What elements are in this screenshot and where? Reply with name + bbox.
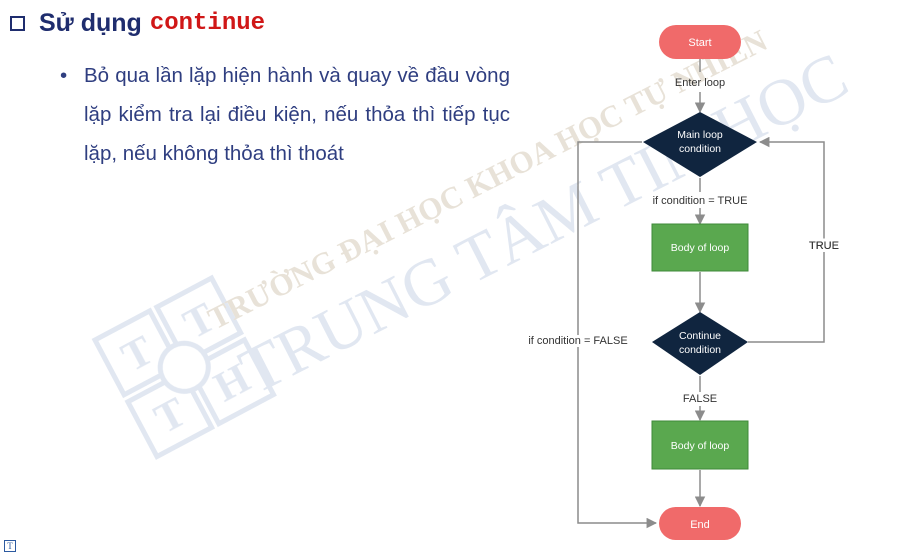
end-label: End: [690, 519, 710, 531]
continue-condition-line1: Continue: [679, 330, 721, 342]
main-condition-line2: condition: [679, 143, 721, 155]
enter-loop-label: Enter loop: [675, 77, 725, 89]
if-false-label: if condition = FALSE: [528, 335, 627, 347]
start-label: Start: [688, 37, 711, 49]
main-condition-line1: Main loop: [677, 129, 723, 141]
end-terminal: [659, 507, 741, 540]
flow-connectors: [577, 59, 825, 529]
main-loop-condition-diamond: [643, 112, 757, 177]
heading-keyword: continue: [149, 9, 266, 37]
heading-label: Sử dụng: [39, 8, 142, 37]
continue-condition-diamond: [652, 312, 748, 375]
body-of-loop-2: [651, 420, 749, 470]
body2-label: Body of loop: [671, 440, 730, 452]
true-label: TRUE: [809, 240, 839, 252]
start-terminal: [659, 25, 741, 59]
body1-label: Body of loop: [671, 242, 730, 254]
if-true-label: if condition = TRUE: [653, 195, 748, 207]
continue-condition-line2: condition: [679, 344, 721, 356]
bullet-text: Bỏ qua lần lặp hiện hành và quay về đầu …: [84, 64, 510, 165]
corner-logo-icon: T: [4, 540, 16, 552]
bullet-paragraph: • Bỏ qua lần lặp hiện hành và quay về đầ…: [60, 56, 510, 173]
checkbox-bullet-icon: [10, 15, 25, 31]
arrow-true-loop: [748, 136, 825, 343]
false-label: FALSE: [683, 393, 717, 405]
true-label-text: TRUE: [809, 240, 839, 252]
slide-heading: Sử dụng continue: [10, 6, 265, 40]
bullet-marker: •: [60, 64, 68, 87]
arrow-false-exit: [577, 141, 658, 529]
body-of-loop-1: [651, 223, 749, 272]
